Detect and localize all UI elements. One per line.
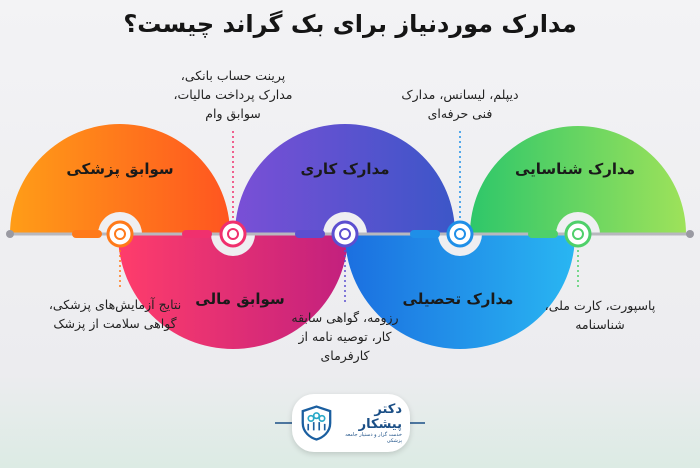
timeline-end-dot xyxy=(686,230,694,238)
label-medical: سوابق پزشکی xyxy=(66,160,174,178)
page-title: مدارک موردنیاز برای بک گراند چیست؟ xyxy=(123,10,577,38)
logo-tagline: خدمت گزار و دستیار جامعه پزشکی xyxy=(345,432,402,444)
node-identity xyxy=(564,220,592,248)
desc-identity: پاسپورت، کارت ملی، شناسنامه xyxy=(544,298,656,332)
label-work: مدارک کاری xyxy=(300,160,390,178)
label-financial: سوابق مالی xyxy=(195,290,285,308)
desc-education: دیپلم، لیسانس، مدارک فنی حرفه‌ای xyxy=(401,87,519,121)
arch-financial xyxy=(118,234,348,349)
brand-logo: دکتر پیشکار خدمت گزار و دستیار جامعه پزش… xyxy=(292,394,410,452)
arch-education xyxy=(345,234,575,349)
node-work xyxy=(331,220,359,248)
segment-identity xyxy=(528,230,558,238)
segment-financial xyxy=(182,230,212,238)
desc-financial: پرینت حساب بانکی، مدارک پرداخت مالیات، س… xyxy=(173,68,293,121)
desc-medical: نتایج آزمایش‌های پزشکی، گواهی سلامت از پ… xyxy=(48,297,182,331)
arch-identity xyxy=(470,126,686,234)
timeline-end-dot xyxy=(6,230,14,238)
shield-people-icon xyxy=(301,405,332,441)
segment-education xyxy=(410,230,440,238)
arch-work xyxy=(235,124,455,234)
logo-name: دکتر پیشکار xyxy=(358,402,402,432)
arch-medical xyxy=(10,124,230,234)
segment-work xyxy=(295,230,325,238)
label-identity: مدارک شناسایی xyxy=(514,160,635,178)
segment-medical xyxy=(72,230,102,238)
node-education xyxy=(446,220,474,248)
label-education: مدارک تحصیلی xyxy=(402,290,514,308)
desc-work: رزومه، گواهی سابقه کار، توصیه نامه از کا… xyxy=(291,310,399,363)
node-financial xyxy=(219,220,247,248)
node-medical xyxy=(106,220,134,248)
timeline-nodes xyxy=(106,220,592,248)
